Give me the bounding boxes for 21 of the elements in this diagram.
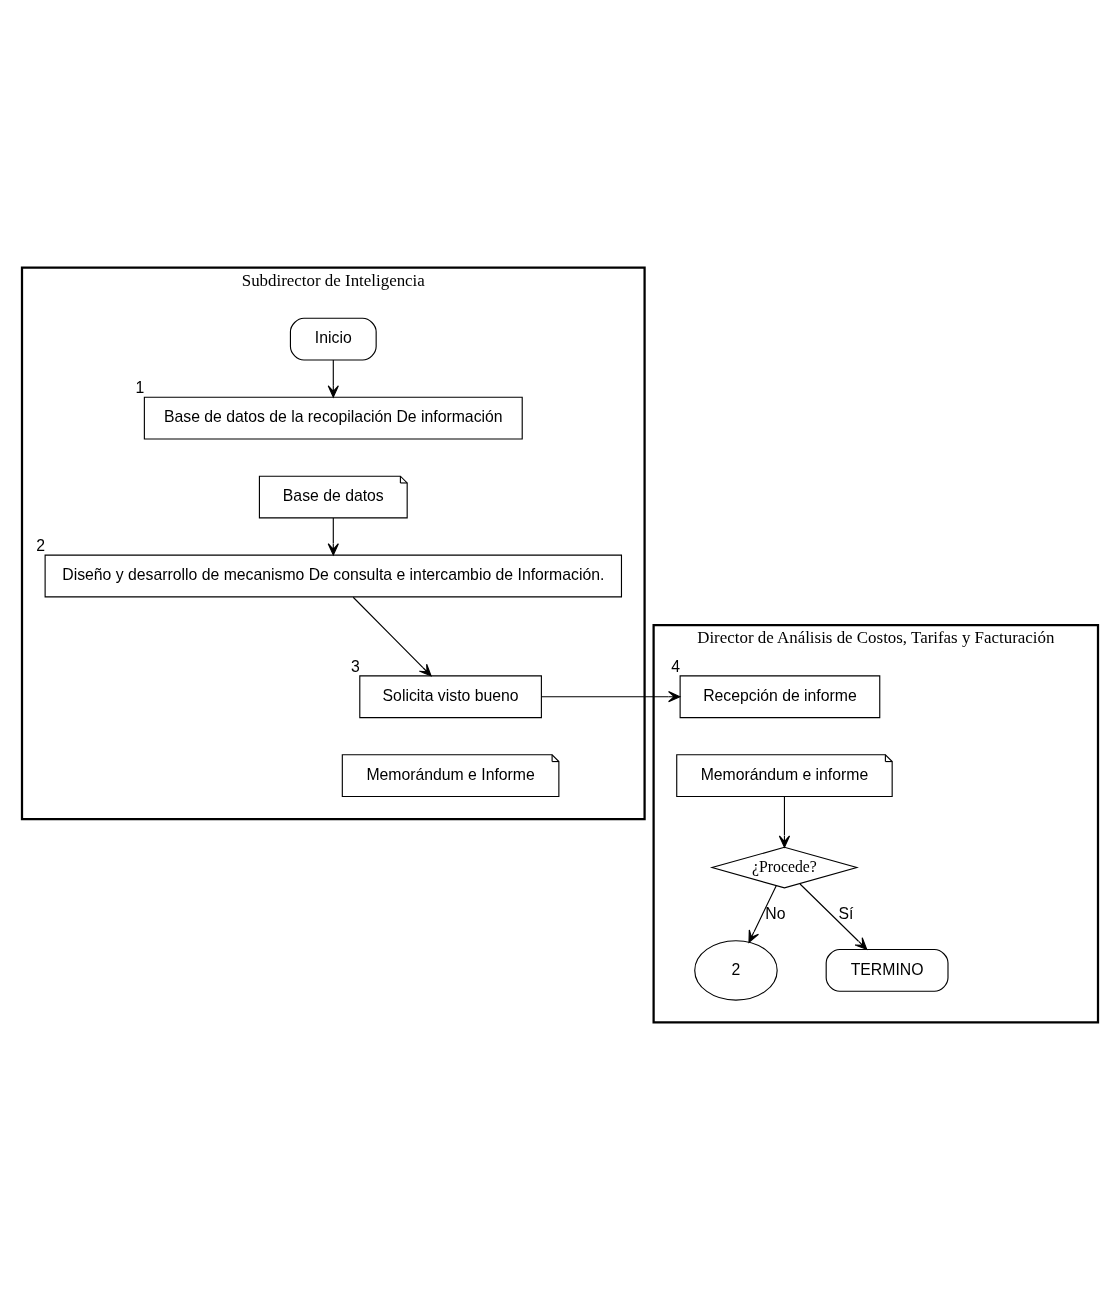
- arrow: [799, 882, 868, 950]
- arrow: [748, 884, 777, 943]
- node-diamond: ¿Procede?: [709, 846, 859, 888]
- edge-label: No: [765, 904, 786, 922]
- node-box: Solicita visto bueno: [359, 674, 542, 718]
- node-label: 3: [350, 657, 360, 675]
- node-box: Base de datos de la recopilación De información: [143, 396, 523, 440]
- edge-label: Sí: [838, 904, 854, 922]
- node-box: Inicio: [289, 317, 377, 361]
- node-box: TERMINO: [825, 948, 949, 992]
- node-label: 1: [135, 378, 145, 396]
- node-label: 4: [671, 657, 680, 675]
- node-box: Recepción de informe: [679, 674, 881, 718]
- arrow: [541, 690, 681, 702]
- node-ellipse: 2: [694, 939, 778, 1001]
- node-label: 2: [36, 536, 45, 554]
- arrow: [327, 358, 339, 398]
- arrow: [778, 795, 791, 848]
- arrow: [327, 516, 339, 555]
- arrow: [352, 596, 432, 676]
- node-box: Diseño y desarrollo de mecanismo De consulta e intercambio de Información.: [44, 554, 623, 597]
